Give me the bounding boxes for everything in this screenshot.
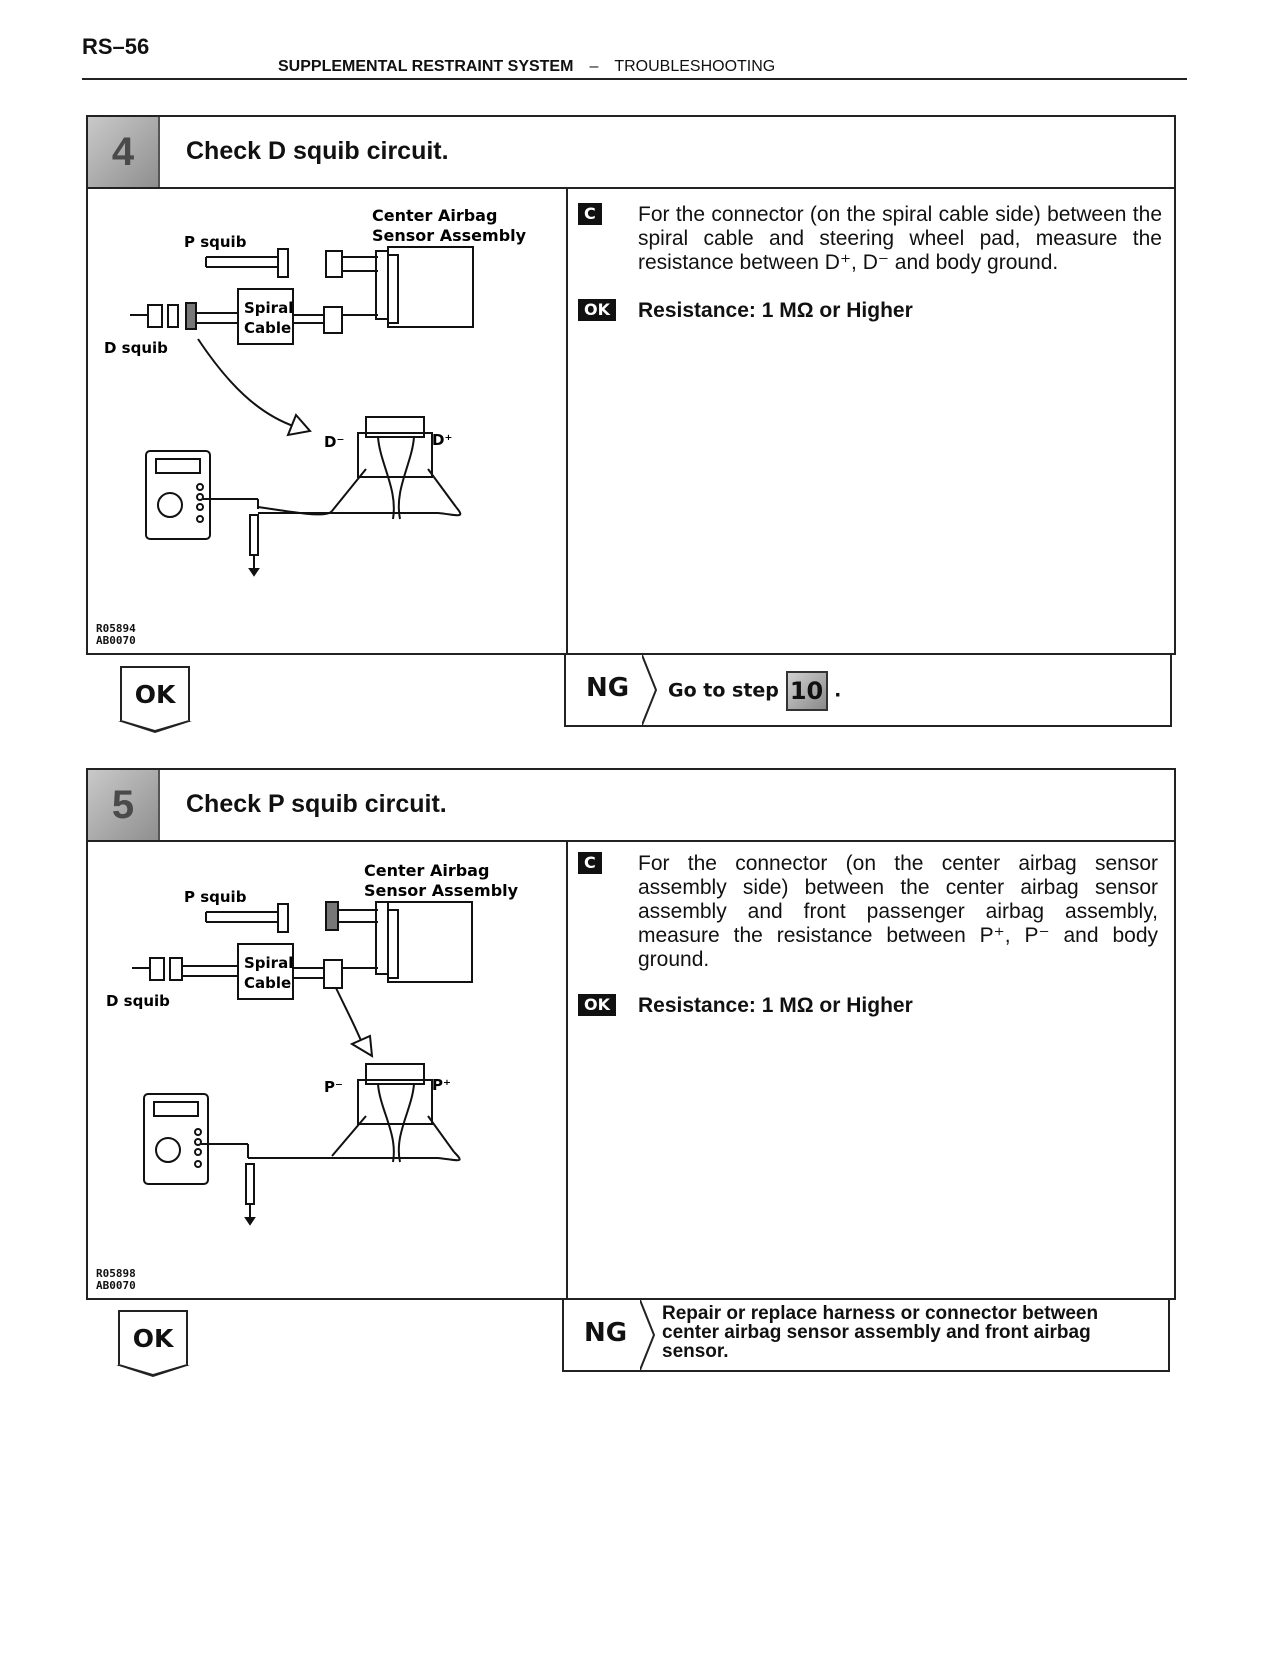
ok-tag: OK bbox=[578, 299, 616, 321]
ohmmeter-icon bbox=[143, 1093, 209, 1185]
label-sensor-assembly: Sensor Assembly bbox=[364, 881, 519, 900]
ok-row: OK Resistance: 1 MΩ or Higher bbox=[578, 994, 1160, 1024]
spiral-cable-box bbox=[237, 943, 294, 1000]
ng-chevron-icon bbox=[642, 655, 658, 725]
step-4-figure: Center Airbag Sensor Assembly P squib D … bbox=[88, 189, 568, 653]
step-4-title: Check D squib circuit. bbox=[186, 137, 449, 165]
step-4-box: 4 Check D squib circuit. bbox=[86, 115, 1176, 655]
step-4-ok-box: OK bbox=[120, 666, 190, 722]
step-4-ng-bar: NG Go to step 10 . bbox=[564, 653, 1172, 727]
label-center-airbag: Center Airbag bbox=[372, 206, 497, 225]
figure-code: R05898 AB0070 bbox=[96, 1267, 136, 1292]
condition-tag: C bbox=[578, 852, 602, 874]
section-name: TROUBLESHOOTING bbox=[614, 58, 776, 75]
condition-row: C For the connector (on the spiral cable… bbox=[578, 203, 1162, 283]
step-5-figure: Center Airbag Sensor Assembly P squib D … bbox=[88, 842, 568, 1298]
p-squib-circuit-diagram: Center Airbag Sensor Assembly P squib D … bbox=[106, 861, 519, 1226]
page-number: RS–56 bbox=[82, 34, 150, 59]
figure-code: R05894 AB0070 bbox=[96, 622, 136, 647]
header-dash: – bbox=[589, 58, 599, 75]
step-10-reference[interactable]: 10 bbox=[785, 671, 828, 711]
running-header: SUPPLEMENTAL RESTRAINT SYSTEM–TROUBLESHO… bbox=[278, 58, 775, 76]
condition-row: C For the connector (on the center airba… bbox=[578, 852, 1160, 982]
label-d-plus: D⁺ bbox=[432, 431, 452, 449]
condition-text: For the connector (on the center airbag … bbox=[638, 852, 1158, 971]
ok-criteria: Resistance: 1 MΩ or Higher bbox=[638, 299, 913, 322]
label-p-minus: P⁻ bbox=[324, 1078, 343, 1096]
system-name: SUPPLEMENTAL RESTRAINT SYSTEM bbox=[278, 58, 574, 75]
ng-instruction: Go to step 10 . bbox=[668, 671, 841, 711]
step-5-header: 5 Check P squib circuit. bbox=[88, 770, 1174, 842]
step-5-ok-box: OK bbox=[118, 1310, 188, 1366]
step-5-number: 5 bbox=[88, 770, 160, 840]
ng-label: NG bbox=[586, 673, 630, 703]
label-d-minus: D⁻ bbox=[324, 433, 344, 451]
ok-row: OK Resistance: 1 MΩ or Higher bbox=[578, 299, 1162, 329]
ok-tag: OK bbox=[578, 994, 616, 1016]
d-squib-circuit-diagram: Center Airbag Sensor Assembly P squib D … bbox=[104, 206, 527, 577]
condition-tag: C bbox=[578, 203, 602, 225]
label-spiral: Spiral bbox=[244, 299, 293, 317]
label-p-plus: P⁺ bbox=[432, 1076, 451, 1094]
step-4-header: 4 Check D squib circuit. bbox=[88, 117, 1174, 189]
label-sensor-assembly: Sensor Assembly bbox=[372, 226, 527, 245]
spiral-cable-box bbox=[237, 288, 294, 345]
condition-text: For the connector (on the spiral cable s… bbox=[638, 203, 1162, 274]
label-center-airbag: Center Airbag bbox=[364, 861, 489, 880]
sensor-assembly-box bbox=[387, 901, 473, 983]
label-d-squib: D squib bbox=[104, 339, 168, 357]
label-d-squib: D squib bbox=[106, 992, 170, 1010]
step-5-ng-bar: NG Repair or replace harness or connecto… bbox=[562, 1298, 1170, 1372]
label-p-squib: P squib bbox=[184, 233, 247, 251]
label-cable: Cable bbox=[244, 974, 291, 992]
sensor-assembly-box bbox=[387, 246, 474, 328]
header-rule bbox=[82, 78, 1187, 80]
label-spiral: Spiral bbox=[244, 954, 293, 972]
label-cable: Cable bbox=[244, 319, 291, 337]
step-5-box: 5 Check P squib circuit. bbox=[86, 768, 1176, 1300]
ohmmeter-icon bbox=[145, 450, 211, 540]
ng-chevron-icon bbox=[640, 1300, 656, 1370]
ng-label: NG bbox=[584, 1318, 628, 1348]
step-4-number: 4 bbox=[88, 117, 160, 187]
ng-instruction: Repair or replace harness or connector b… bbox=[662, 1303, 1099, 1362]
step-5-title: Check P squib circuit. bbox=[186, 790, 447, 818]
ok-criteria: Resistance: 1 MΩ or Higher bbox=[638, 994, 913, 1017]
label-p-squib: P squib bbox=[184, 888, 247, 906]
